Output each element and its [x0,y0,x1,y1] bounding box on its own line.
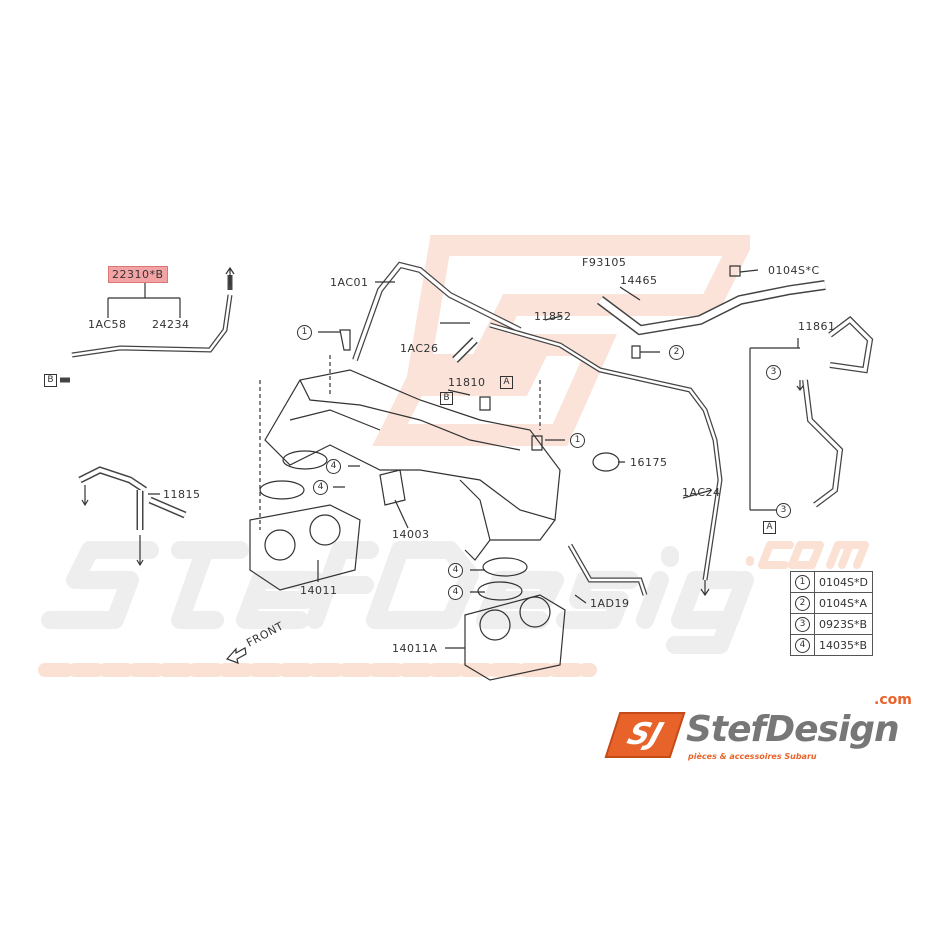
ref-circle-2: 2 [669,345,684,360]
watermark-sj-logo [372,235,750,446]
part-label-14003[interactable]: 14003 [392,528,430,541]
logo-sj-mark: SJ [604,712,686,758]
highlighted-part-22310B[interactable]: 22310*B [108,266,168,283]
legend-row: 4 14035*B [790,634,873,656]
part-label-14011A[interactable]: 14011A [392,642,438,655]
ref-box-B: B [44,374,57,387]
legend-row: 3 0923S*B [790,613,873,635]
part-label-11810[interactable]: 11810 [448,376,486,389]
legend-key: 4 [795,638,810,653]
part-label-F93105[interactable]: F93105 [582,256,627,269]
ref-circle-4: 4 [448,585,463,600]
legend-part[interactable]: 0104S*A [814,592,873,614]
part-label-14465[interactable]: 14465 [620,274,658,287]
ref-circle-4: 4 [326,459,341,474]
part-label-11815[interactable]: 11815 [163,488,201,501]
legend-part[interactable]: 0923S*B [814,613,873,635]
part-label-16175[interactable]: 16175 [630,456,668,469]
part-label-1AC26[interactable]: 1AC26 [400,342,439,355]
part-label-0104SC[interactable]: 0104S*C [768,264,820,277]
ref-box-A: A [500,376,513,389]
part-label-1AD19[interactable]: 1AD19 [590,597,630,610]
fastener-legend-table: 1 0104S*D 2 0104S*A 3 0923S*B 4 14035*B [790,571,873,656]
ref-circle-4: 4 [313,480,328,495]
legend-row: 2 0104S*A [790,592,873,614]
ref-circle-1: 1 [297,325,312,340]
ref-box-B: B [440,392,453,405]
ref-circle-4: 4 [448,563,463,578]
part-label-1AC01[interactable]: 1AC01 [330,276,369,289]
logo-brand: StefDesign [686,709,900,750]
logo-tagline: pièces & accessoires Subaru [688,752,817,761]
ref-circle-1: 1 [570,433,585,448]
stefdesign-logo: SJ .com StefDesign pièces & accessoires … [604,692,922,770]
part-label-1AC58[interactable]: 1AC58 [88,318,127,331]
legend-part[interactable]: 14035*B [814,634,873,656]
legend-part[interactable]: 0104S*D [814,571,873,593]
part-label-11852[interactable]: 11852 [534,310,572,323]
front-arrow-icon [225,647,247,664]
legend-key: 1 [795,575,810,590]
legend-row: 1 0104S*D [790,571,873,593]
ref-box-A: A [763,521,776,534]
part-label-24234[interactable]: 24234 [152,318,190,331]
legend-key: 3 [795,617,810,632]
logo-com: .com [874,692,912,708]
part-label-14011[interactable]: 14011 [300,584,338,597]
part-label-1AC24[interactable]: 1AC24 [682,486,721,499]
part-label-11861[interactable]: 11861 [798,320,836,333]
ref-circle-3: 3 [766,365,781,380]
ref-circle-3: 3 [776,503,791,518]
legend-key: 2 [795,596,810,611]
